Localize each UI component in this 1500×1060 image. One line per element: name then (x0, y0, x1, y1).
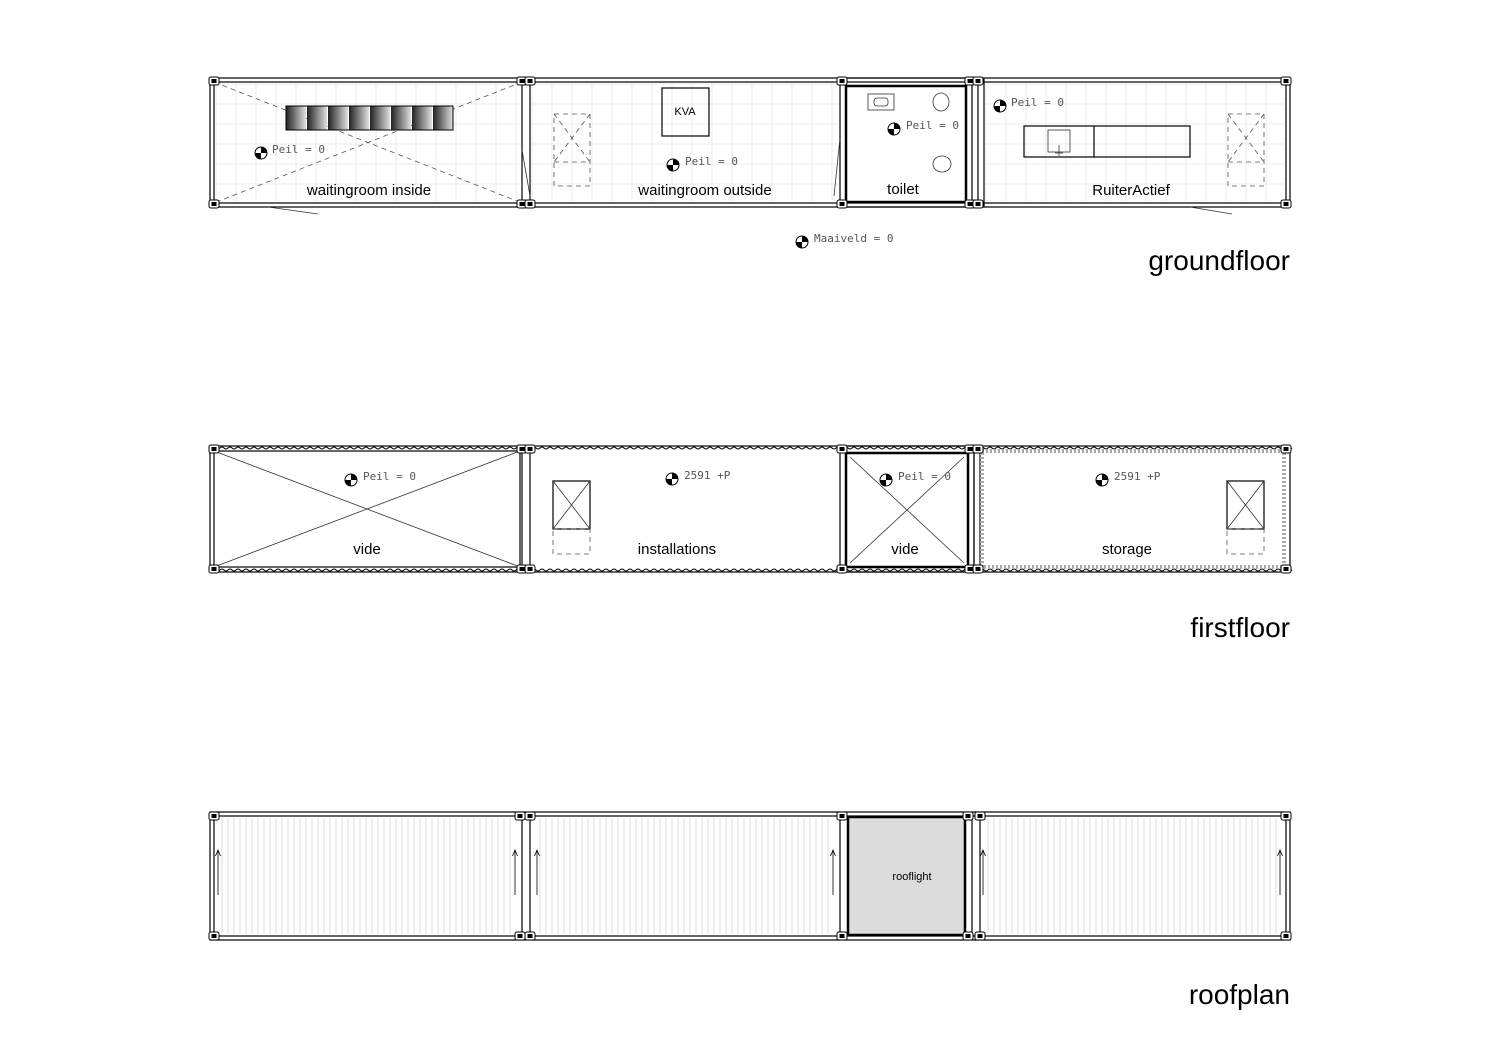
kva-label: KVA (674, 106, 696, 118)
vide-opening-center (844, 451, 970, 569)
slope-arrow-icon (830, 848, 836, 895)
groundfloor-outline (209, 77, 1291, 208)
floor-tile-grid (215, 83, 1284, 201)
plan-title-groundfloor: groundfloor (1148, 245, 1290, 276)
vide-cross-line (849, 456, 965, 564)
level-marker-icon (344, 473, 358, 487)
level-label-maaiveld: Maaiveld = 0 (814, 232, 893, 245)
level-marker-icon (795, 235, 809, 249)
roofplan-outline (209, 811, 1291, 941)
toilet-room-walls (844, 84, 968, 204)
rooflight-panel (846, 815, 967, 937)
firstfloor-outline (209, 445, 1291, 573)
container-corner-posts (208, 444, 1292, 574)
level-marker-icon (993, 99, 1007, 113)
slope-arrow-icon (215, 848, 221, 895)
storage-insulation (980, 449, 1286, 569)
room-label-waitingroom-outside: waitingroom outside (637, 182, 771, 199)
level-marker-icon (887, 122, 901, 136)
level-label: Peil = 0 (363, 470, 416, 483)
level-label: 2591 +P (684, 469, 731, 482)
kva-cabinet (661, 87, 710, 137)
sink-icon (867, 93, 895, 111)
slope-arrow-icon (534, 848, 540, 895)
level-marker-icon (665, 472, 679, 486)
toilet-container (839, 77, 973, 208)
level-label: Peil = 0 (1011, 96, 1064, 109)
level-marker-icon (254, 146, 268, 160)
vide-cross-line (213, 450, 521, 568)
level-label: Peil = 0 (272, 143, 325, 156)
level-label: Peil = 0 (906, 119, 959, 132)
firstfloor-plan: vide installations vide storage Peil = 0… (208, 444, 1293, 643)
level-marker-icon (666, 158, 680, 172)
groundfloor-plan: KVA waitingroom inside waitingroom outsi (208, 76, 1292, 276)
room-label-toilet: toilet (887, 181, 920, 198)
roof-corrugation (221, 818, 1277, 934)
level-marker-icon (1095, 473, 1109, 487)
plan-title-firstfloor: firstfloor (1190, 612, 1290, 643)
level-label: 2591 +P (1114, 470, 1161, 483)
room-label-installations: installations (638, 541, 716, 558)
room-label-waitingroom-inside: waitingroom inside (306, 182, 431, 199)
sink-basin (873, 97, 889, 107)
room-label-storage: storage (1102, 541, 1152, 558)
level-marker-icon (879, 473, 893, 487)
column-placeholder (1227, 113, 1265, 187)
door-swing (521, 149, 531, 197)
level-label: Peil = 0 (898, 470, 951, 483)
vide-opening (213, 450, 521, 568)
slope-arrow-icon (1277, 848, 1283, 895)
toilet-icon (932, 92, 950, 112)
rooflight-label: rooflight (892, 871, 931, 883)
door-swing (1189, 206, 1233, 215)
counter-desk (1023, 125, 1191, 158)
door-swing (267, 206, 319, 215)
room-label-vide: vide (353, 541, 381, 558)
center-container (839, 445, 975, 573)
roofplan-inner-outline (213, 815, 1287, 937)
bench-heater (285, 105, 454, 131)
level-label: Peil = 0 (685, 155, 738, 168)
plan-title-roofplan: roofplan (1189, 979, 1290, 1010)
container-corner-posts (208, 811, 1292, 941)
column-placeholder (553, 113, 591, 187)
slope-arrow-icon (980, 848, 986, 895)
room-label-vide-center: vide (891, 541, 919, 558)
roofplan: rooflight roofplan (208, 811, 1292, 1010)
toilet-icon (932, 155, 952, 173)
door-swing (833, 137, 841, 197)
corrugated-wall (211, 446, 1293, 572)
void-cross-line (213, 81, 523, 204)
groundfloor-inner-outline (213, 81, 1287, 204)
shaft-box (1226, 480, 1265, 555)
room-label-ruiteractief: RuiterActief (1092, 182, 1170, 199)
slope-arrow-icon (512, 848, 518, 895)
container-corner-posts (208, 76, 1292, 209)
shaft-box (552, 480, 591, 555)
